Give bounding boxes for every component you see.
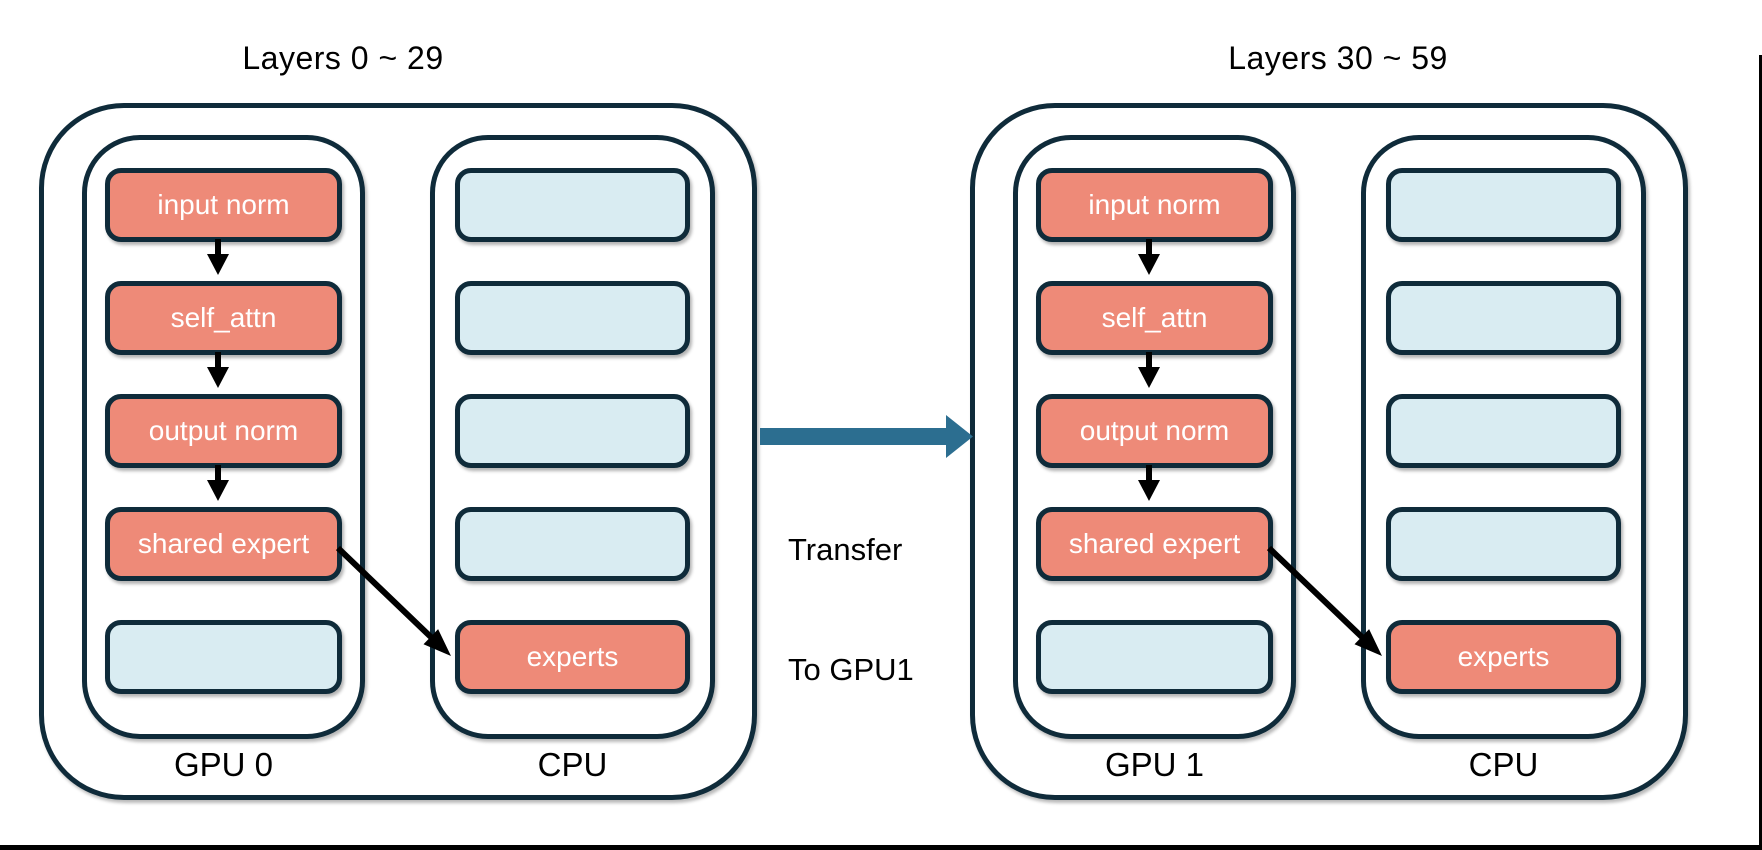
module-box-shared-expert: shared expert bbox=[105, 507, 342, 581]
module-box-output-norm: output norm bbox=[1036, 394, 1273, 468]
group-title-layers-0-29: Layers 0 ~ 29 bbox=[242, 40, 444, 76]
module-box-shared-expert: shared expert bbox=[1036, 507, 1273, 581]
module-box-input-norm: input norm bbox=[1036, 168, 1273, 242]
module-box-empty bbox=[105, 620, 342, 694]
cpu-label-right: CPU bbox=[1468, 746, 1539, 783]
module-box-experts: experts bbox=[1386, 620, 1621, 694]
gpu1-label: GPU 1 bbox=[1104, 746, 1205, 783]
module-box-output-norm: output norm bbox=[105, 394, 342, 468]
placeholder-box bbox=[1386, 281, 1621, 355]
placeholder-box bbox=[455, 507, 690, 581]
placeholder-box bbox=[455, 168, 690, 242]
gpu0-label: GPU 0 bbox=[173, 746, 274, 783]
window-right-edge bbox=[1759, 55, 1762, 850]
transfer-label-line1: Transfer bbox=[788, 532, 903, 567]
group-title-layers-30-59: Layers 30 ~ 59 bbox=[1228, 40, 1448, 76]
group-layers-30-59: input norm self_attn output norm shared … bbox=[970, 103, 1688, 800]
placeholder-box bbox=[1386, 168, 1621, 242]
module-box-self-attn: self_attn bbox=[1036, 281, 1273, 355]
placeholder-box bbox=[455, 394, 690, 468]
module-box-input-norm: input norm bbox=[105, 168, 342, 242]
group-layers-0-29: input norm self_attn output norm shared … bbox=[39, 103, 757, 800]
placeholder-box bbox=[455, 281, 690, 355]
placeholder-box bbox=[1386, 507, 1621, 581]
placeholder-box bbox=[1386, 394, 1621, 468]
module-box-experts: experts bbox=[455, 620, 690, 694]
transfer-label-line2: To GPU1 bbox=[788, 652, 914, 687]
module-box-self-attn: self_attn bbox=[105, 281, 342, 355]
cpu-label-left: CPU bbox=[537, 746, 608, 783]
module-box-empty bbox=[1036, 620, 1273, 694]
transfer-arrow-label: Transfer To GPU1 bbox=[788, 450, 914, 770]
window-bottom-edge bbox=[0, 845, 1762, 850]
